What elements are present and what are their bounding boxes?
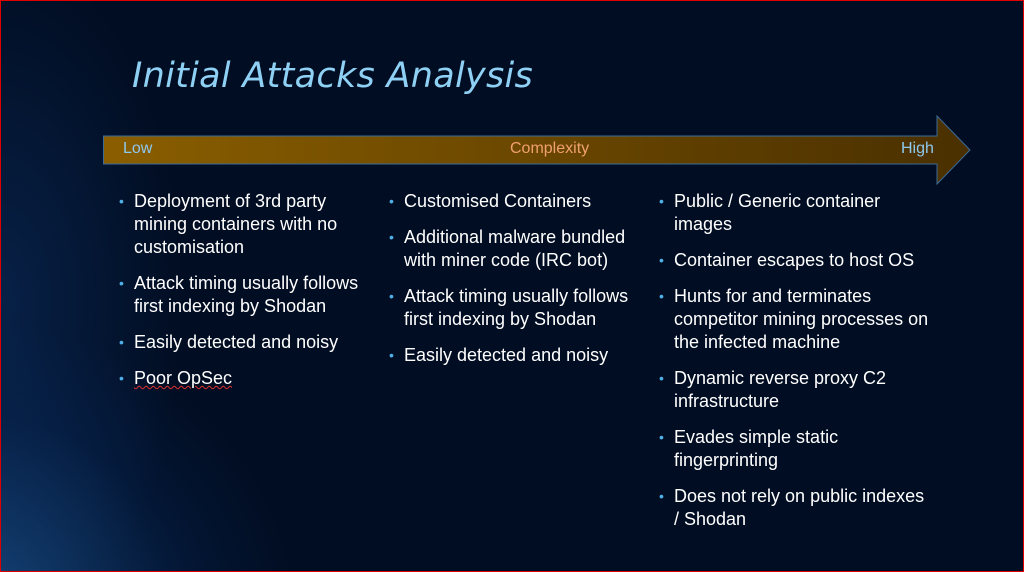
bullet-icon: • [119, 275, 124, 291]
bullet-icon: • [659, 288, 664, 304]
list-item: •Deployment of 3rd party mining containe… [119, 191, 338, 257]
list-item: •Does not rely on public indexes / Shoda… [659, 486, 925, 529]
bullet-icon: • [389, 229, 394, 245]
bullet-icon: • [119, 334, 124, 350]
scale-high-label: High [901, 140, 934, 157]
column-low: •Deployment of 3rd party mining containe… [119, 190, 369, 403]
bullet-icon: • [389, 193, 394, 209]
list-item: •Attack timing usually follows first ind… [389, 286, 629, 329]
scale-low-label: Low [123, 140, 153, 157]
list-item: •Additional malware bundled with miner c… [389, 227, 626, 270]
list-item: •Public / Generic container images [659, 191, 881, 234]
list-item: •Dynamic reverse proxy C2 infrastructure [659, 368, 887, 411]
complexity-arrow [103, 115, 971, 185]
bullet-icon: • [389, 288, 394, 304]
column-medium: •Customised Containers •Additional malwa… [389, 190, 639, 380]
list-item: •Container escapes to host OS [659, 250, 915, 270]
list-item: •Evades simple static fingerprinting [659, 427, 839, 470]
list-item: •Easily detected and noisy [389, 345, 609, 365]
bullet-icon: • [659, 429, 664, 445]
bullet-icon: • [119, 193, 124, 209]
bullet-icon: • [659, 193, 664, 209]
bullet-icon: • [119, 370, 124, 386]
bullet-icon: • [659, 488, 664, 504]
scale-complexity-label: Complexity [510, 140, 590, 157]
bullet-icon: • [659, 370, 664, 386]
column-high: •Public / Generic container images •Cont… [659, 190, 929, 544]
list-item: •Attack timing usually follows first ind… [119, 273, 359, 316]
slide-title: Initial Attacks Analysis [132, 56, 534, 96]
list-item: •Poor OpSec [119, 368, 233, 388]
bullet-icon: • [389, 347, 394, 363]
list-item: •Customised Containers [389, 191, 592, 211]
list-item: •Easily detected and noisy [119, 332, 339, 352]
bullet-icon: • [659, 252, 664, 268]
list-item: •Hunts for and terminates competitor min… [659, 286, 929, 352]
